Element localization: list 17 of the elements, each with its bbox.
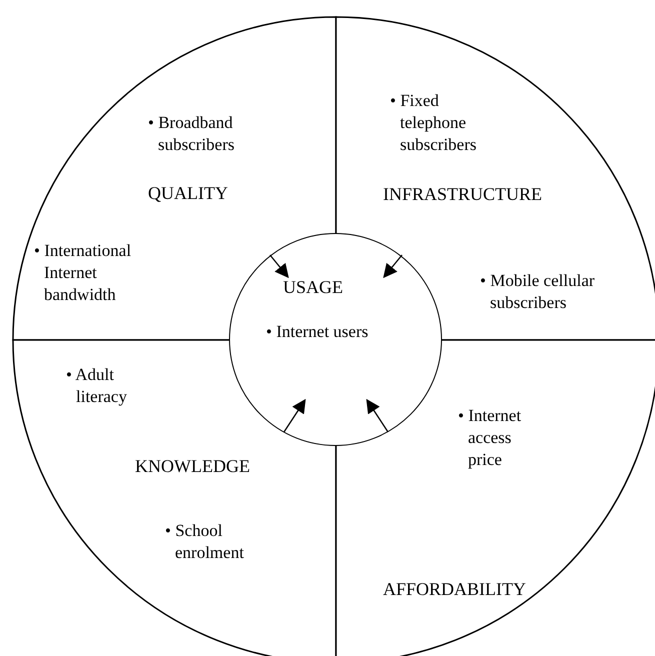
- bullet-text: • Fixed telephone subscribers: [390, 90, 478, 156]
- bullet-text: • Broadband subscribers: [148, 112, 236, 156]
- category-heading: INFRASTRUCTURE: [383, 183, 542, 205]
- category-heading: AFFORDABILITY: [383, 578, 526, 600]
- category-heading: USAGE: [283, 276, 344, 298]
- bullet-text: • Mobile cellular subscribers: [480, 270, 596, 314]
- bullet-text: • International Internet bandwidth: [34, 240, 132, 306]
- bullet-text: • Internet access price: [458, 405, 522, 471]
- arrow: [283, 398, 306, 432]
- arrow: [270, 254, 289, 278]
- bullet-text: • Adult literacy: [66, 364, 128, 408]
- arrow: [366, 398, 389, 432]
- bullet-text: • Internet users: [266, 321, 370, 343]
- bullet-text: • School enrolment: [165, 520, 245, 564]
- category-heading: KNOWLEDGE: [135, 455, 250, 477]
- arrow: [383, 254, 402, 278]
- category-heading: QUALITY: [148, 182, 228, 204]
